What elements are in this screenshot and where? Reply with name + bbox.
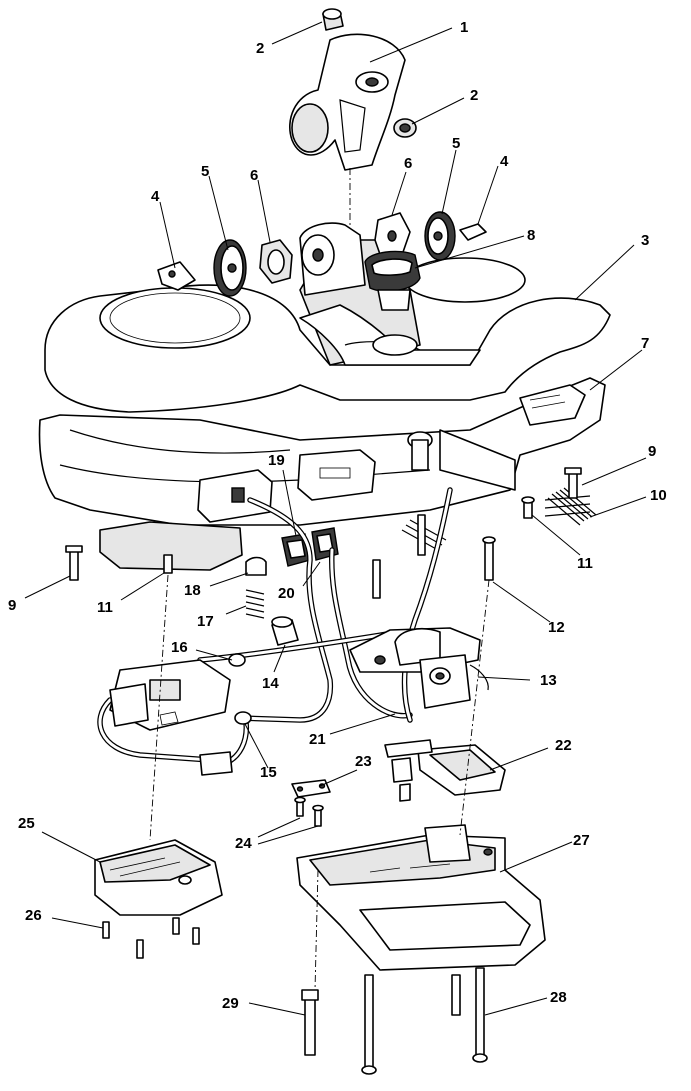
callout-18: 18 bbox=[184, 582, 201, 599]
alignment-lines bbox=[149, 574, 490, 991]
callout-9-right: 9 bbox=[648, 443, 656, 460]
cap-part-2-top bbox=[322, 8, 344, 31]
callout-27: 27 bbox=[573, 832, 590, 849]
main-housing-part-3 bbox=[44, 239, 611, 413]
pedal-part-22 bbox=[384, 739, 506, 802]
sleeve-part-18 bbox=[245, 556, 267, 576]
bolt-part-9-left bbox=[65, 545, 83, 581]
connector-part-20 bbox=[281, 527, 339, 567]
callout-15: 15 bbox=[260, 764, 277, 781]
bolt-part-29 bbox=[301, 989, 319, 1056]
callout-25: 25 bbox=[18, 815, 35, 832]
callout-labels: 1 2 2 3 4 4 5 5 6 6 7 8 9 9 10 11 11 12 … bbox=[8, 19, 667, 1012]
bolts-part-28 bbox=[361, 967, 488, 1075]
bolt-part-9-right bbox=[564, 467, 582, 499]
cap-part-2-side bbox=[393, 118, 417, 138]
disc-part-5-left bbox=[213, 239, 247, 297]
callout-10: 10 bbox=[650, 487, 667, 504]
top-mount-part-1 bbox=[289, 33, 406, 171]
wiring-harness-part-21 bbox=[97, 487, 453, 768]
callout-29: 29 bbox=[222, 995, 239, 1012]
bolt-part-12 bbox=[372, 514, 496, 599]
callout-24: 24 bbox=[235, 835, 252, 852]
module-part-19 bbox=[197, 449, 376, 523]
nut-part-6-left bbox=[259, 239, 293, 284]
control-board bbox=[109, 659, 231, 731]
connector-part-8 bbox=[364, 250, 421, 311]
callout-11-left: 11 bbox=[97, 599, 113, 616]
screw-part-4-right bbox=[459, 223, 487, 241]
disc-part-5-right bbox=[424, 211, 456, 261]
callout-11-right: 11 bbox=[577, 555, 593, 572]
callout-4-left: 4 bbox=[151, 188, 160, 205]
bracket-part-4-left bbox=[157, 261, 196, 291]
callout-6-left: 6 bbox=[250, 167, 258, 184]
bushing-part-14 bbox=[271, 616, 299, 646]
callout-4-right: 4 bbox=[500, 153, 509, 170]
leader-lines bbox=[24, 21, 647, 1016]
callout-3: 3 bbox=[641, 232, 649, 249]
callout-12: 12 bbox=[548, 619, 565, 636]
screws-part-26 bbox=[102, 917, 200, 959]
pivot-mount bbox=[299, 222, 366, 296]
callout-17: 17 bbox=[197, 613, 214, 630]
callout-8: 8 bbox=[527, 227, 535, 244]
callout-22: 22 bbox=[555, 737, 572, 754]
callout-6-right: 6 bbox=[404, 155, 412, 172]
spring-part-17 bbox=[245, 589, 265, 619]
callout-16: 16 bbox=[171, 639, 188, 656]
callout-2-top: 2 bbox=[256, 40, 264, 57]
callout-14: 14 bbox=[262, 675, 279, 692]
bolt-part-11-left bbox=[163, 554, 173, 574]
callout-28: 28 bbox=[550, 989, 567, 1006]
callout-7: 7 bbox=[641, 335, 649, 352]
plate-part-23 bbox=[291, 779, 331, 798]
plug-part-15 bbox=[199, 711, 252, 776]
screws-part-24 bbox=[294, 796, 324, 827]
lower-frame-part-7 bbox=[38, 377, 606, 571]
callout-20: 20 bbox=[278, 585, 295, 602]
callout-13: 13 bbox=[540, 672, 557, 689]
callout-19: 19 bbox=[268, 452, 285, 469]
callout-5-left: 5 bbox=[201, 163, 209, 180]
valve-assembly-part-13 bbox=[349, 627, 489, 709]
callout-5-right: 5 bbox=[452, 135, 460, 152]
bolt-part-11-right bbox=[521, 496, 535, 519]
callout-1: 1 bbox=[460, 19, 468, 36]
housing-part-27 bbox=[296, 824, 546, 971]
plug-part-16 bbox=[228, 653, 246, 667]
callout-26: 26 bbox=[25, 907, 42, 924]
callout-21: 21 bbox=[309, 731, 326, 748]
callout-2-side: 2 bbox=[470, 87, 478, 104]
housing-part-25 bbox=[94, 839, 223, 916]
callout-9-left: 9 bbox=[8, 597, 16, 614]
callout-23: 23 bbox=[355, 753, 372, 770]
spring-part-10 bbox=[544, 487, 597, 526]
